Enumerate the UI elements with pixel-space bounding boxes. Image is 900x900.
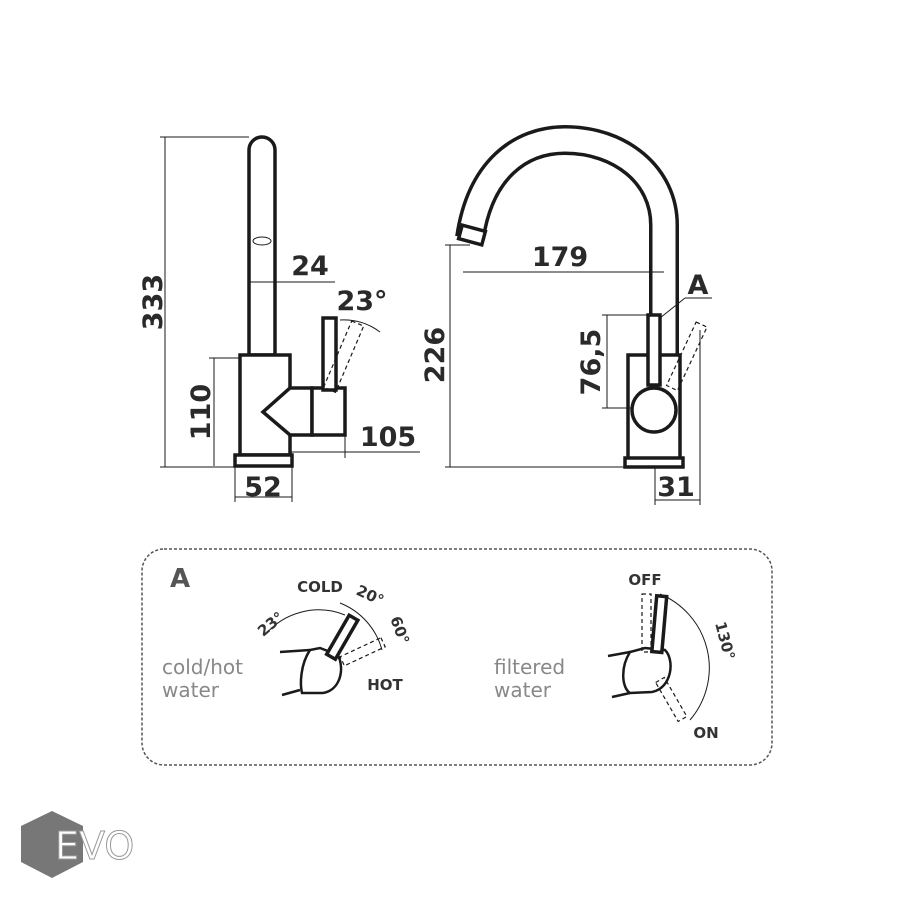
- gooseneck-spout-inner: [458, 128, 676, 355]
- angle-20: 20°: [353, 581, 386, 609]
- mixer-body-outline: [279, 648, 311, 697]
- mixer-handle: [630, 386, 678, 434]
- dim-110: 110: [186, 384, 217, 440]
- filter-lever-on: [654, 676, 688, 723]
- angle-arc: [339, 319, 381, 333]
- angle-130: 130°: [711, 620, 738, 662]
- label-cold: COLD: [297, 578, 343, 596]
- label-hot: HOT: [367, 676, 403, 694]
- leader-line: [659, 297, 686, 319]
- lever: [321, 316, 338, 392]
- filter-lever-detail: [649, 593, 669, 655]
- angle-arc: [264, 609, 346, 636]
- mixer-lever: [324, 612, 361, 662]
- dim-76-5: 76,5: [576, 329, 607, 396]
- mixer-handle-base: [299, 646, 343, 695]
- angle-23: 23°: [254, 608, 287, 640]
- filter-lever-tilted: [665, 321, 708, 392]
- dim-52: 52: [244, 472, 282, 503]
- filter-lever: [646, 313, 662, 387]
- spout-tube: [247, 135, 277, 357]
- angle-arc: [659, 593, 710, 721]
- filter-label-1: filtered: [494, 655, 565, 679]
- spout-tip: [456, 222, 488, 248]
- filter-body-outline: [607, 650, 631, 699]
- detail-title: A: [170, 564, 190, 594]
- angle-arc: [339, 602, 383, 651]
- evo-logo: EVO: [21, 811, 135, 878]
- angle-60: 60°: [386, 614, 413, 647]
- handle-hub: [260, 386, 314, 437]
- dim-24: 24: [291, 251, 329, 282]
- dim-23deg: 23°: [336, 286, 387, 317]
- mixer-label-2: water: [162, 678, 220, 702]
- dim-31: 31: [657, 472, 695, 503]
- front-view: 179 226 76,5 A 31: [420, 124, 712, 505]
- detail-marker-a: A: [688, 270, 709, 301]
- filter-lever-off: [641, 593, 652, 653]
- logo-text: EVO: [55, 824, 134, 868]
- label-on: ON: [693, 724, 718, 742]
- faucet-base: [233, 453, 294, 468]
- front-base: [623, 456, 685, 469]
- dim-333: 333: [138, 274, 169, 330]
- detail-panel-a: A COLD HOT 23° 20° 60° cold/hot water OF…: [141, 548, 773, 766]
- lever-tilted: [322, 320, 365, 394]
- dim-105: 105: [360, 422, 416, 453]
- handle-block: [310, 386, 347, 437]
- side-view: 333 110 24 23° 52 105: [138, 135, 420, 503]
- mixer-label-1: cold/hot: [162, 655, 243, 679]
- detail-panel-border: [141, 548, 773, 766]
- dim-226: 226: [420, 327, 451, 383]
- filter-handle-base: [622, 646, 672, 695]
- logo-hexagon: [21, 811, 83, 878]
- filter-label-2: water: [494, 678, 552, 702]
- label-off: OFF: [628, 571, 661, 589]
- aerator: [252, 236, 272, 246]
- mixer-lever-hot: [339, 636, 386, 667]
- dim-179: 179: [532, 242, 588, 273]
